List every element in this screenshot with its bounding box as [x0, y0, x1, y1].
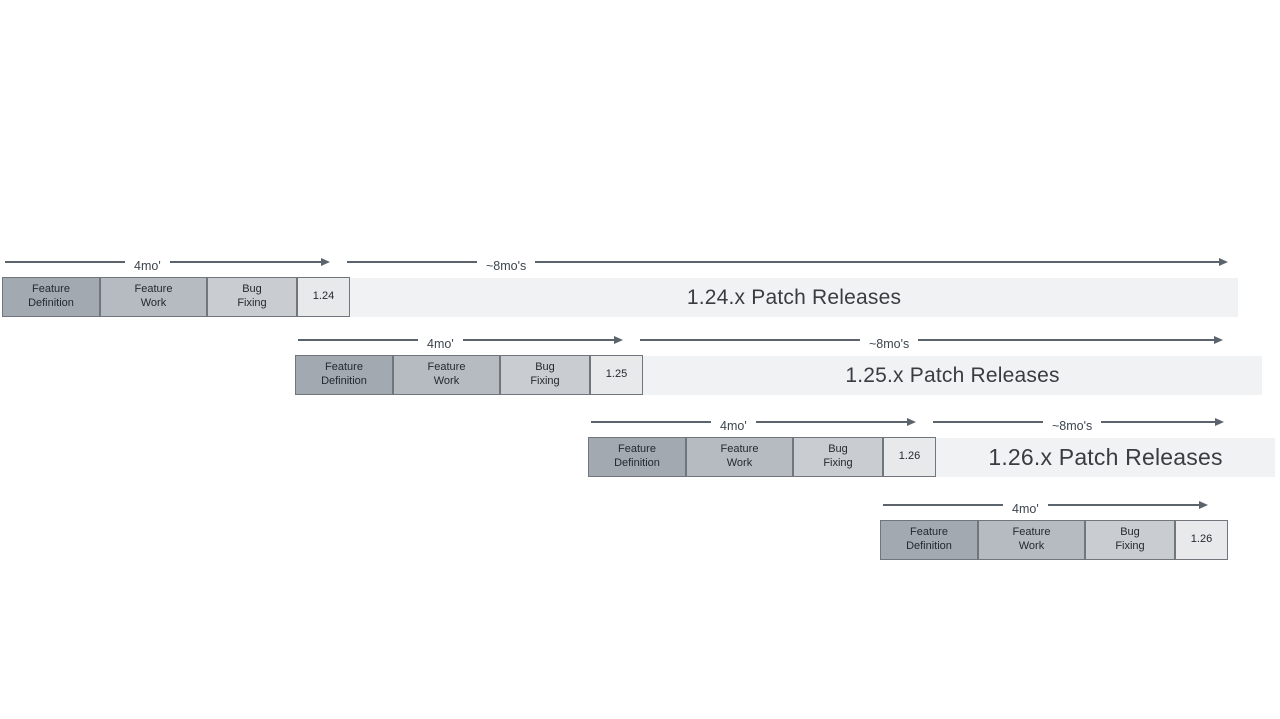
arrow-line [5, 261, 125, 263]
phase-box-feature-definition: Feature Definition [588, 437, 686, 477]
dev-duration-arrow: 4mo' [5, 254, 330, 273]
arrowhead-icon [614, 336, 623, 344]
version-box: 1.26 [883, 437, 936, 477]
arrowhead-icon [1219, 258, 1228, 266]
phase-box-feature-work: Feature Work [686, 437, 793, 477]
arrow-line [462, 339, 614, 341]
arrow-line [933, 421, 1043, 423]
phase-box-bug-fixing: Bug Fixing [207, 277, 297, 317]
dev-duration-arrow: 4mo' [591, 414, 916, 433]
duration-label: 4mo' [427, 337, 454, 351]
arrow-line [535, 261, 1219, 263]
phase-box-feature-work: Feature Work [100, 277, 207, 317]
duration-label: 4mo' [720, 419, 747, 433]
patch-duration-arrow: ~8mo's [640, 332, 1223, 351]
phase-box-feature-work: Feature Work [393, 355, 500, 395]
arrow-line [755, 421, 907, 423]
patch-releases-bar: 1.24.x Patch Releases [350, 278, 1238, 317]
arrowhead-icon [1214, 336, 1223, 344]
patch-releases-bar: 1.26.x Patch Releases [936, 438, 1275, 477]
phase-box-bug-fixing: Bug Fixing [1085, 520, 1175, 560]
duration-label: ~8mo's [486, 259, 527, 273]
duration-label: 4mo' [134, 259, 161, 273]
arrow-line [640, 339, 860, 341]
dev-duration-arrow: 4mo' [298, 332, 623, 351]
version-box: 1.26 [1175, 520, 1228, 560]
version-box: 1.25 [590, 355, 643, 395]
patch-duration-arrow: ~8mo's [933, 414, 1224, 433]
duration-label: ~8mo's [1052, 419, 1093, 433]
dev-duration-arrow: 4mo' [883, 497, 1208, 516]
patch-duration-arrow: ~8mo's [347, 254, 1228, 273]
arrow-line [169, 261, 321, 263]
arrow-line [1047, 504, 1199, 506]
arrowhead-icon [1215, 418, 1224, 426]
version-box: 1.24 [297, 277, 350, 317]
phase-box-bug-fixing: Bug Fixing [500, 355, 590, 395]
arrowhead-icon [907, 418, 916, 426]
duration-label: 4mo' [1012, 502, 1039, 516]
duration-label: ~8mo's [869, 337, 910, 351]
phase-box-feature-definition: Feature Definition [295, 355, 393, 395]
arrow-line [591, 421, 711, 423]
phase-box-bug-fixing: Bug Fixing [793, 437, 883, 477]
arrowhead-icon [321, 258, 330, 266]
phase-box-feature-definition: Feature Definition [2, 277, 100, 317]
arrowhead-icon [1199, 501, 1208, 509]
arrow-line [347, 261, 477, 263]
arrow-line [918, 339, 1214, 341]
patch-releases-bar: 1.25.x Patch Releases [643, 356, 1262, 395]
arrow-line [298, 339, 418, 341]
arrow-line [883, 504, 1003, 506]
phase-box-feature-work: Feature Work [978, 520, 1085, 560]
arrow-line [1101, 421, 1215, 423]
phase-box-feature-definition: Feature Definition [880, 520, 978, 560]
